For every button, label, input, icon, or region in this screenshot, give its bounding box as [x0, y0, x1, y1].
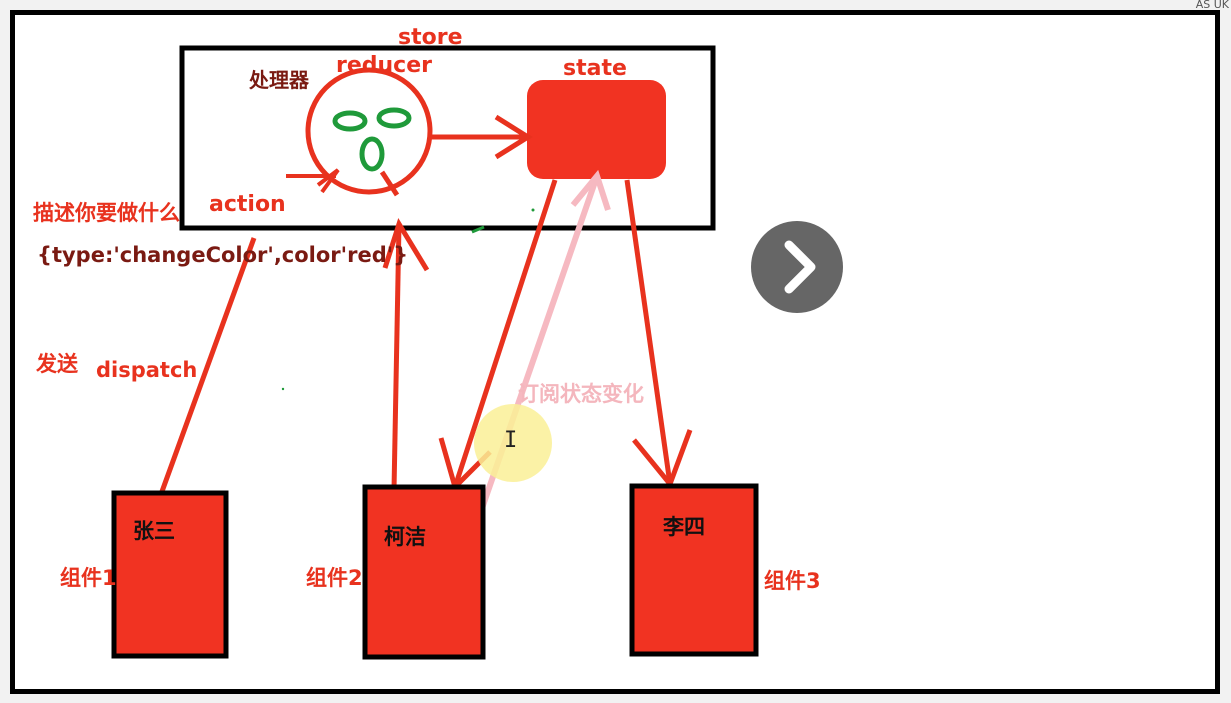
component3-name: 李四 [663, 515, 705, 539]
store-box [179, 45, 716, 231]
state-to-component2-arrow [452, 179, 558, 488]
state-label: state [563, 56, 627, 81]
send-label: 发送 [36, 352, 78, 376]
cursor-highlight [474, 404, 552, 482]
state-block [527, 80, 666, 179]
dispatch-label: dispatch [96, 358, 198, 382]
store-label: store [398, 25, 463, 50]
component3-label: 组件3 [764, 569, 821, 593]
text-cursor-icon: I [504, 428, 518, 453]
describe-label: 描述你要做什么 [33, 201, 180, 225]
component1-box [111, 490, 229, 659]
subscribe-label: 订阅状态变化 [518, 382, 644, 406]
component2-box [362, 484, 486, 660]
corner-watermark: AS UK [1195, 0, 1229, 11]
next-slide-button[interactable] [751, 221, 843, 313]
reducer-face-icon [305, 67, 433, 195]
action-object-label: {type:'changeColor',color'red'} [37, 243, 409, 267]
reducer-label: reducer [336, 53, 432, 78]
dispatch-line-2 [391, 223, 402, 491]
component2-label: 组件2 [306, 566, 363, 590]
action-label: action [209, 192, 286, 217]
state-to-component3-arrow [624, 179, 673, 485]
component1-label: 组件1 [60, 566, 117, 590]
component3-box [629, 483, 759, 657]
chevron-right-icon [784, 240, 816, 294]
component1-name: 张三 [133, 519, 175, 543]
component2-name: 柯洁 [384, 525, 426, 549]
processor-label: 处理器 [249, 68, 309, 92]
dispatch-line-1 [157, 237, 257, 498]
